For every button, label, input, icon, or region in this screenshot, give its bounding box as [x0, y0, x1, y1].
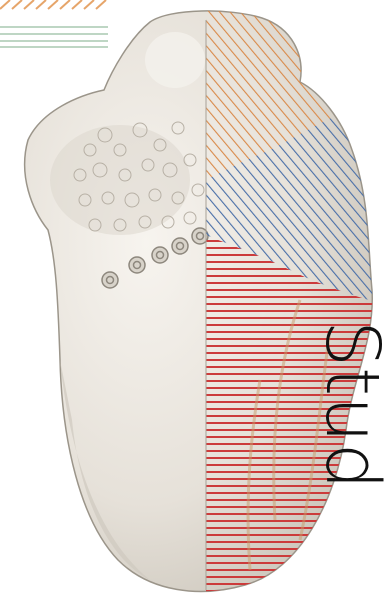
corner-hatch-fragment	[0, 0, 108, 47]
vertical-heading: Stud	[312, 320, 387, 580]
